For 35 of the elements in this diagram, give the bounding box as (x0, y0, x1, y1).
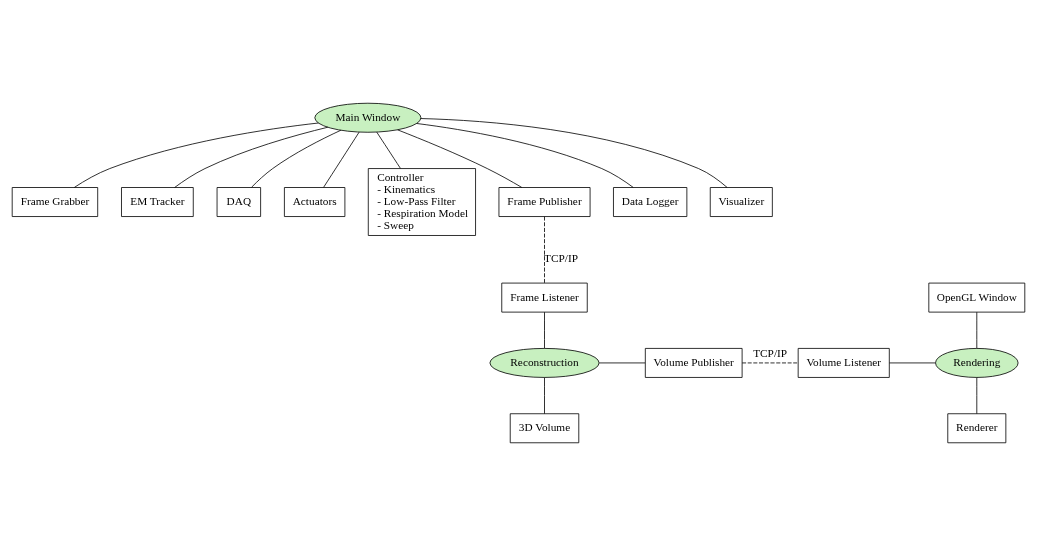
node-box: OpenGL Window (928, 282, 1026, 313)
node-box: Renderer (947, 413, 1007, 444)
connector (544, 311, 545, 349)
connector (174, 126, 329, 188)
node-ellipse: Main Window (314, 102, 422, 133)
connector (544, 377, 545, 415)
connector (598, 362, 646, 364)
node-box: Frame Listener (501, 282, 588, 313)
connector (416, 123, 634, 188)
node-box: Actuators (284, 187, 346, 217)
node-box: Frame Publisher (498, 187, 591, 217)
node-box: Data Logger (613, 187, 688, 217)
connector (741, 362, 799, 364)
node-box: Visualizer (709, 187, 773, 217)
node-ellipse: Reconstruction (489, 348, 600, 378)
node-ellipse: Rendering (935, 348, 1019, 378)
node-box: Controller - Kinematics - Low-Pass Filter - Respiration Model - Sweep (367, 168, 476, 236)
connector (544, 216, 545, 284)
connector (74, 122, 319, 188)
node-box: Volume Listener (797, 348, 890, 378)
node-box: Volume Publisher (644, 348, 743, 378)
connector (397, 129, 523, 188)
connector (376, 131, 401, 169)
node-box: EM Tracker (121, 187, 194, 217)
connector (420, 118, 728, 188)
node-box: Frame Grabber (11, 187, 99, 217)
node-box: DAQ (216, 187, 261, 217)
edge-label: TCP/IP (753, 347, 788, 360)
node-box: 3D Volume (509, 413, 580, 444)
connector (976, 311, 978, 349)
connector (976, 377, 978, 415)
connector (889, 362, 936, 364)
connector (251, 129, 342, 188)
edge-label: TCP/IP (544, 252, 578, 265)
connector (323, 131, 360, 188)
